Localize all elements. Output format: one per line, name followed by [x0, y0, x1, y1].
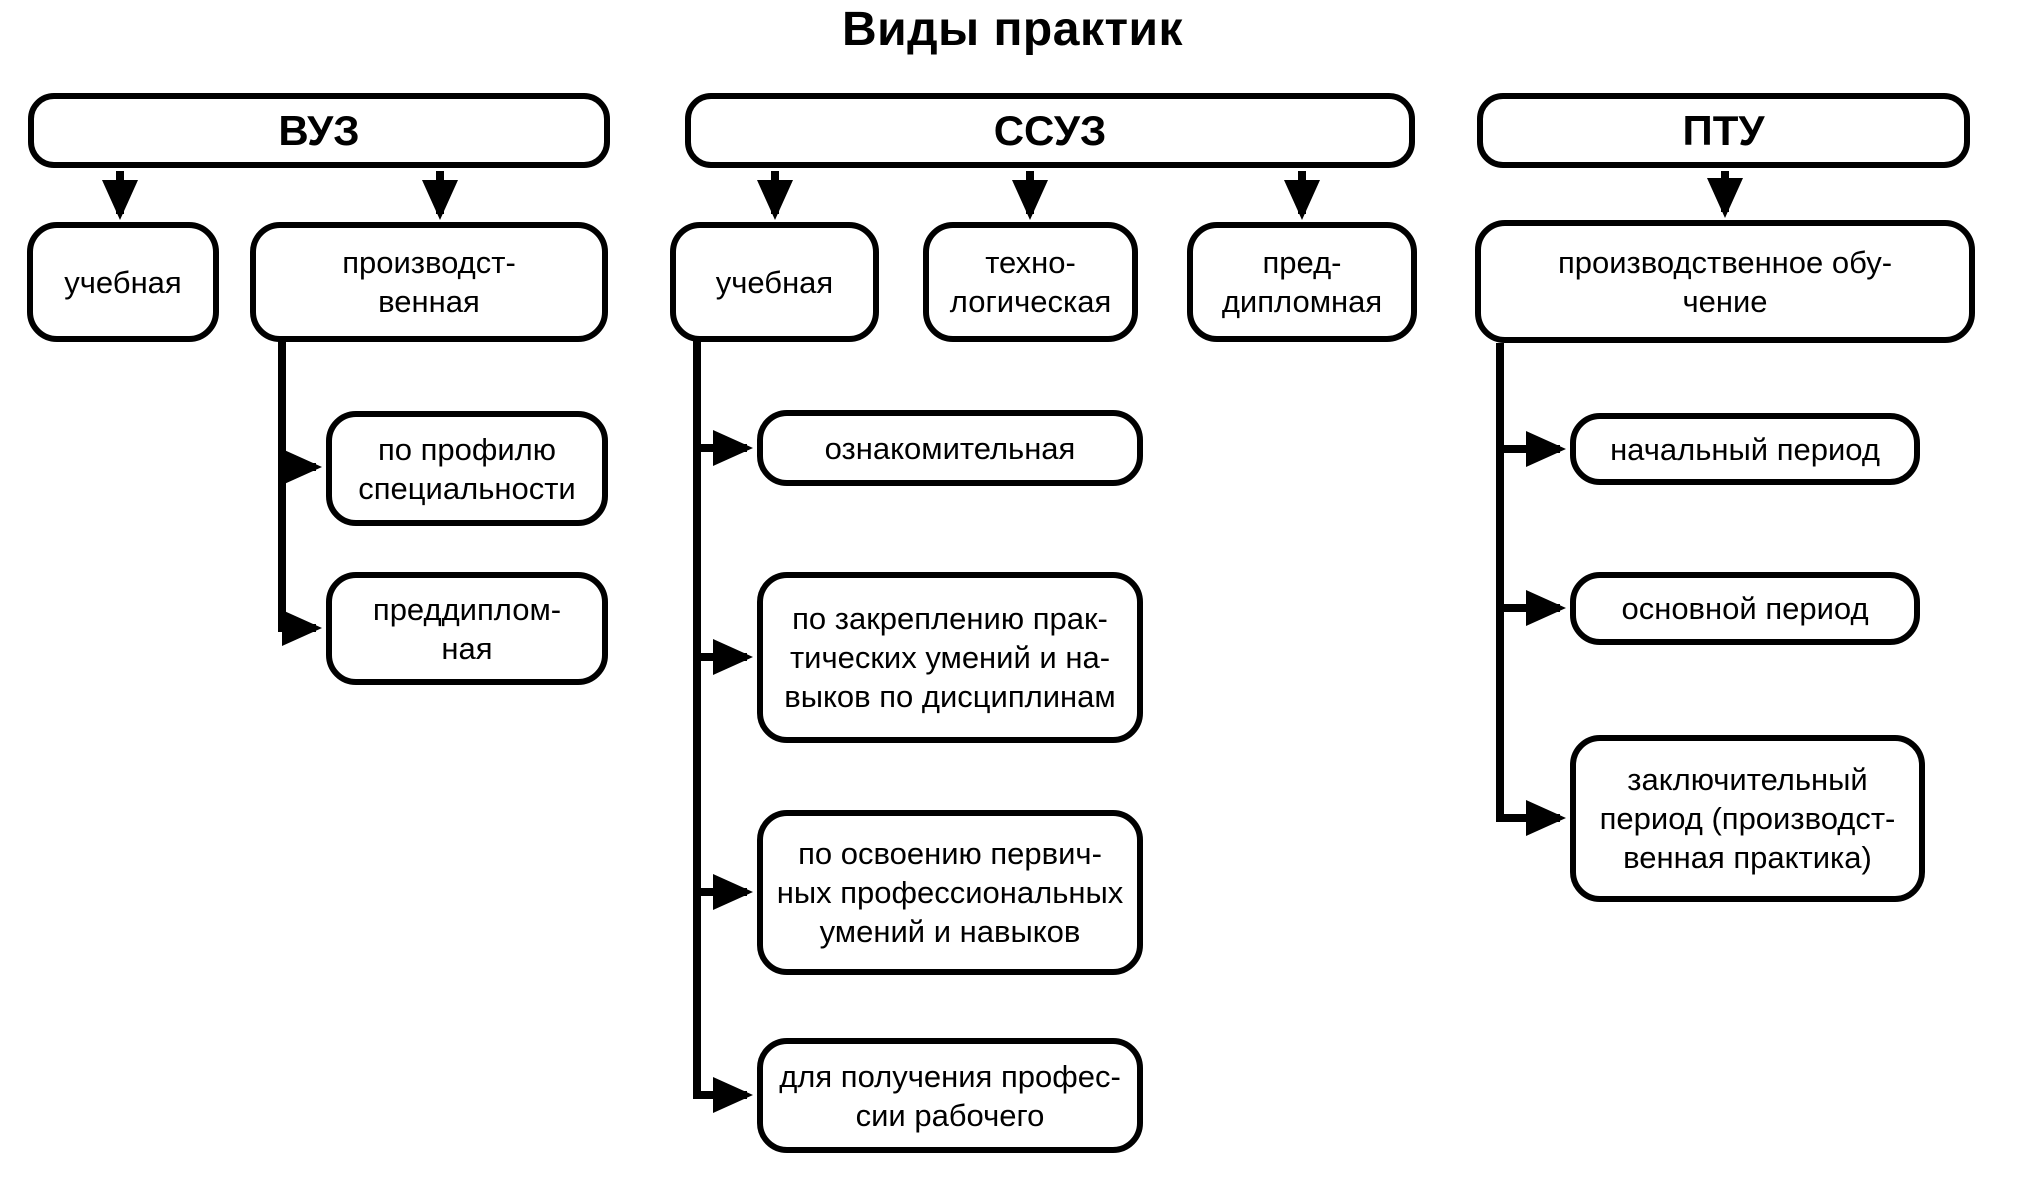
box-ssuz-uchebnaya: учебная: [670, 222, 879, 342]
trunk-vuz-proizvodstvennaya: [278, 340, 322, 646]
box-ssuz-preddiplomnaya: пред- дипломная: [1187, 222, 1417, 342]
box-ssuz-po-zakrepleniyu: по закреплению прак- тических умений и н…: [757, 572, 1143, 743]
box-ssuz-dlya-polucheniya-professii: для получения профес- сии рабочего: [757, 1038, 1143, 1153]
trunk-ssuz-uchebnaya: [693, 340, 753, 1113]
box-ssuz-oznakomitelnaya: ознакомительная: [757, 410, 1143, 486]
box-ptu-proizvodstvennoe-obuchenie: производственное обу- чение: [1475, 220, 1975, 343]
box-ptu-osnovnoy-period: основной период: [1570, 572, 1920, 645]
box-ptu-zaklyuchitelny-period: заключительный период (производст- венна…: [1570, 735, 1925, 902]
box-ptu-nachalny-period: начальный период: [1570, 413, 1920, 485]
box-vuz-proizvodstvennaya: производст- венная: [250, 222, 608, 342]
box-vuz: ВУЗ: [28, 93, 610, 168]
box-ssuz-tekhnologicheskaya: техно- логическая: [923, 222, 1138, 342]
box-ssuz-po-osvoeniyu: по освоению первич- ных профессиональных…: [757, 810, 1143, 975]
box-ptu: ПТУ: [1477, 93, 1970, 168]
box-ssuz: ССУЗ: [685, 93, 1415, 168]
box-vuz-uchebnaya: учебная: [27, 222, 219, 342]
diagram-title: Виды практик: [841, 3, 1184, 56]
box-vuz-preddiplomnaya: преддиплом- ная: [326, 572, 608, 685]
box-vuz-po-profilyu-spetsialnosti: по профилю специальности: [326, 411, 608, 526]
trunk-ptu-proizvodstvennoe-obuchenie: [1496, 343, 1566, 836]
